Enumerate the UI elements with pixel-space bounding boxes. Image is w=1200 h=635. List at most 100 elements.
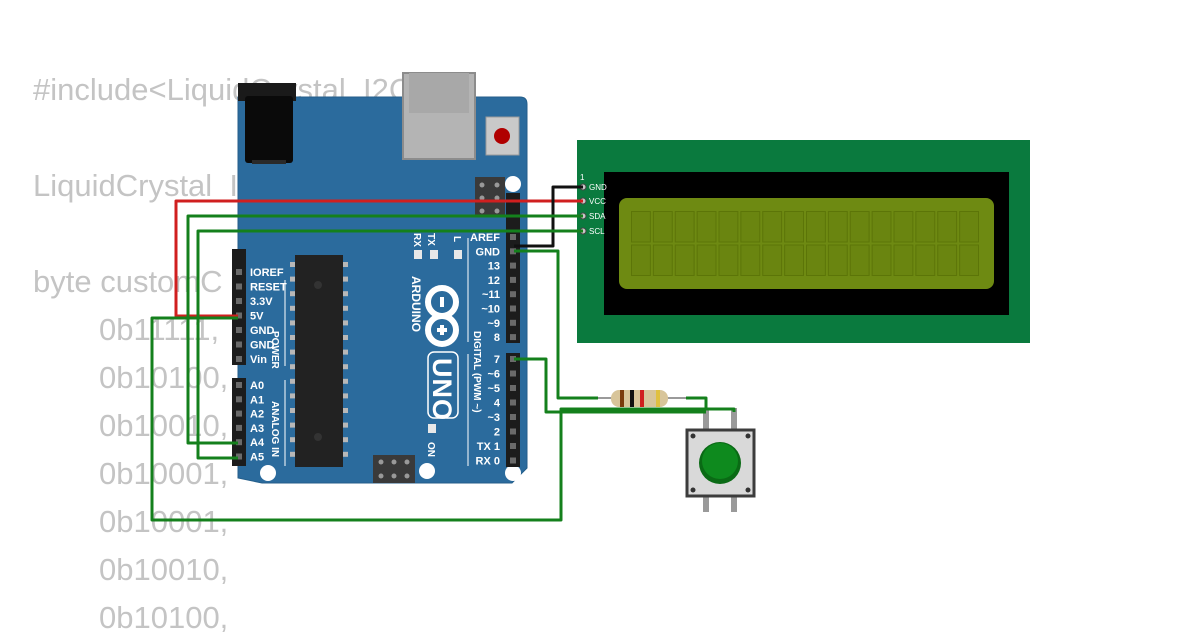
- lcd-char-cell: [718, 244, 739, 276]
- on-label: ON: [425, 442, 436, 457]
- header-pin[interactable]: [236, 312, 242, 319]
- header-pin[interactable]: [236, 453, 242, 460]
- header-pin[interactable]: [510, 428, 516, 435]
- header-pin[interactable]: [510, 356, 516, 362]
- digital-header-label: DIGITAL (PWM ~): [471, 331, 482, 413]
- status-leds: [414, 250, 462, 433]
- led-label-rx: RX: [411, 233, 422, 247]
- lcd-char-cell: [674, 211, 695, 243]
- header-pin[interactable]: [510, 334, 516, 341]
- lcd-char-cell: [631, 211, 651, 243]
- pin-label: A3: [250, 423, 264, 435]
- led-label-tx: TX: [425, 233, 436, 246]
- pin-label: 12: [488, 275, 500, 287]
- pin-label: ~9: [487, 318, 500, 330]
- lcd-char-cell: [849, 211, 870, 243]
- power-header: [232, 249, 246, 365]
- icsp-header-bottom: [373, 455, 415, 483]
- header-pin[interactable]: [236, 410, 242, 417]
- lcd-char-cell: [849, 244, 870, 276]
- lcd-char-cell: [696, 211, 717, 243]
- header-pin[interactable]: [510, 248, 516, 255]
- header-pin[interactable]: [510, 385, 516, 391]
- uno-label: UNO: [427, 351, 459, 421]
- header-pin[interactable]: [510, 319, 516, 326]
- pin-label: RESET: [250, 282, 287, 294]
- lcd-char-cell: [631, 244, 651, 276]
- header-pin[interactable]: [510, 370, 516, 377]
- lcd-char-cell: [915, 244, 936, 276]
- header-pin[interactable]: [510, 443, 516, 449]
- pin-label: ~5: [487, 383, 500, 395]
- header-pin[interactable]: [510, 276, 516, 283]
- lcd-char-cell: [893, 244, 914, 276]
- pin-label: GND: [250, 340, 275, 352]
- pin-label: ~10: [481, 304, 500, 316]
- header-pin[interactable]: [236, 439, 242, 446]
- header-pin[interactable]: [236, 396, 242, 403]
- dc-power-jack: [238, 83, 296, 164]
- pin-label: 5V: [250, 311, 264, 323]
- pin-label: RX 0: [476, 456, 500, 468]
- lcd-char-cell: [718, 211, 739, 243]
- header-pin[interactable]: [510, 262, 516, 269]
- wire-5v-button: [150, 316, 736, 522]
- pin-label: A4: [250, 437, 265, 449]
- lcd-char-cell: [652, 244, 673, 276]
- reset-button[interactable]: [485, 116, 520, 156]
- lcd-char-cell: [784, 244, 804, 276]
- push-button[interactable]: [685, 408, 756, 512]
- header-pin[interactable]: [236, 356, 242, 362]
- lcd-pin-label: SCL: [589, 227, 605, 236]
- led-label-l: L: [451, 236, 462, 242]
- wire-vcc: [174, 199, 583, 318]
- header-pin[interactable]: [236, 283, 242, 290]
- lcd-char-cell: [696, 244, 717, 276]
- pin-label: 3.3V: [250, 296, 273, 308]
- lcd-char-cell: [937, 244, 958, 276]
- header-pin[interactable]: [236, 269, 242, 275]
- pin-label: A2: [250, 409, 264, 421]
- pin-label: 7: [494, 354, 500, 366]
- pin-label: TX 1: [477, 441, 500, 453]
- lcd-char-cell: [740, 244, 761, 276]
- lcd-char-cell: [784, 211, 804, 243]
- lcd-char-cell: [915, 211, 936, 243]
- mounting-hole: [419, 463, 435, 479]
- pin-label: A1: [250, 394, 264, 406]
- wire-gnd-resistor: [514, 249, 598, 400]
- pin-label: GND: [250, 325, 275, 337]
- pin-label: 8: [494, 332, 500, 344]
- lcd-pin-label: VCC: [589, 197, 606, 206]
- header-pin[interactable]: [236, 327, 242, 333]
- header-pin[interactable]: [236, 424, 242, 431]
- header-pin[interactable]: [510, 457, 516, 464]
- lcd-char-cell: [959, 244, 979, 276]
- arduino-uno-board[interactable]: RX TX L ON ARDUINO UNO DIGITAL (PWM ~) P…: [232, 72, 528, 484]
- pin-label: A0: [250, 380, 264, 392]
- header-pin[interactable]: [510, 305, 516, 312]
- usb-connector: [402, 72, 476, 160]
- mounting-hole: [505, 176, 521, 192]
- header-pin[interactable]: [510, 414, 516, 420]
- wires: [150, 185, 736, 522]
- lcd-char-cell: [762, 244, 783, 276]
- lcd-pin-label: SDA: [589, 212, 606, 221]
- header-pin[interactable]: [510, 291, 516, 298]
- brand-label: ARDUINO: [409, 276, 423, 332]
- header-pin[interactable]: [236, 341, 242, 348]
- header-pin[interactable]: [236, 298, 242, 304]
- lcd-pin1-marker: 1: [580, 173, 585, 182]
- lcd-char-cell: [893, 211, 914, 243]
- pin-label: GND: [476, 246, 501, 258]
- header-pin[interactable]: [510, 234, 516, 240]
- header-pin[interactable]: [236, 382, 242, 388]
- lcd-char-cell: [959, 211, 979, 243]
- header-pin[interactable]: [510, 399, 516, 406]
- lcd-char-cell: [827, 244, 848, 276]
- pin-label: 13: [488, 261, 500, 273]
- analog-header-label: ANALOG IN: [269, 401, 280, 457]
- lcd-char-cell: [652, 211, 673, 243]
